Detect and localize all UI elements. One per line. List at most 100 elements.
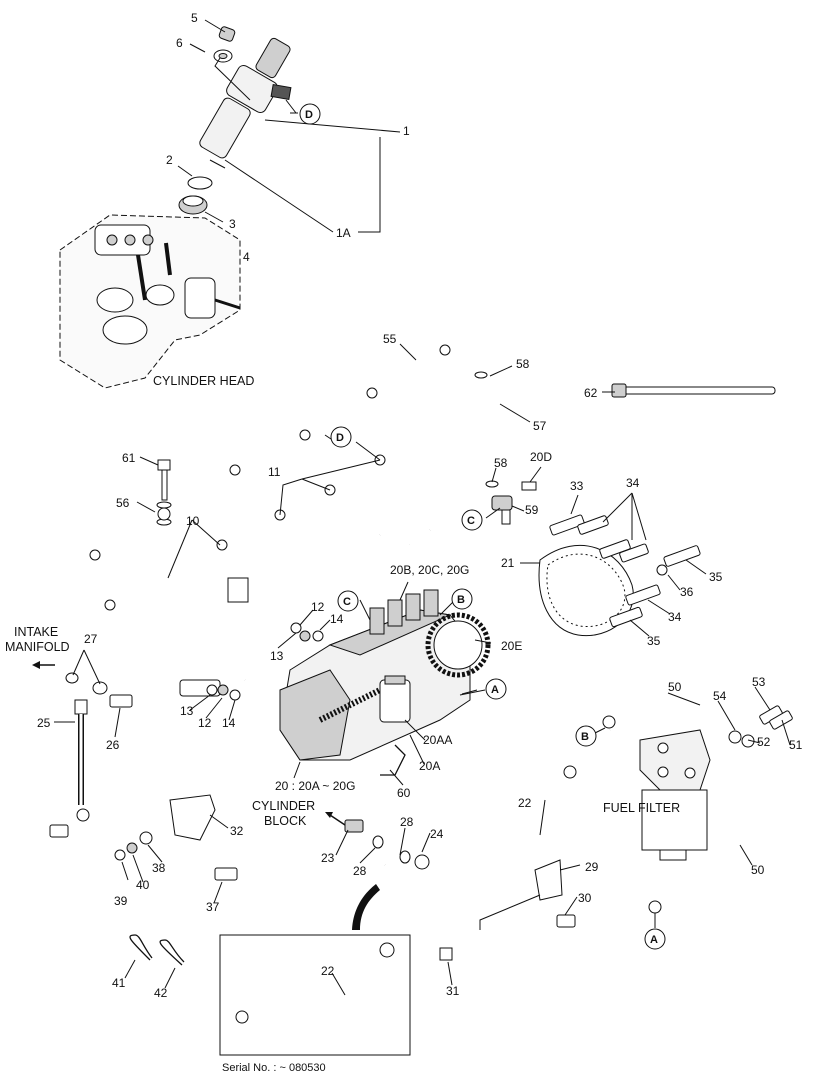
- part-number: 39: [114, 894, 128, 908]
- banjo-bolt-61: [156, 459, 172, 526]
- gear-cover-bolts: [549, 514, 701, 628]
- svg-text:D: D: [305, 109, 313, 121]
- tie-band: [611, 383, 776, 398]
- svg-text:C: C: [343, 596, 351, 608]
- cylinder-head-sketch: [59, 214, 241, 389]
- part-number: 50: [751, 863, 765, 877]
- part-number: 20D: [530, 450, 552, 464]
- part-number: 58: [494, 456, 508, 470]
- part-number: 34: [668, 610, 682, 624]
- part-number: 20B, 20C, 20G: [390, 563, 469, 577]
- part-number: 14: [222, 716, 236, 730]
- part-number: 50: [668, 680, 682, 694]
- part-number: 23: [321, 851, 335, 865]
- part-number: 57: [533, 419, 547, 433]
- part-number: 51: [789, 738, 803, 752]
- fuel-filter: [602, 705, 793, 914]
- part-number: 54: [713, 689, 727, 703]
- svg-text:B: B: [581, 731, 589, 743]
- part-number: 36: [680, 585, 694, 599]
- inset-arrow: [352, 884, 380, 930]
- part-number: 10: [186, 514, 200, 528]
- clips: [129, 934, 185, 966]
- part-number: 11: [268, 465, 281, 479]
- intake-manifold-label-line1: INTAKE: [14, 625, 58, 639]
- part-number: 62: [584, 386, 598, 400]
- fuel-filter-label: FUEL FILTER: [603, 801, 680, 815]
- part-number: 26: [106, 738, 120, 752]
- part-number: 6: [176, 36, 183, 50]
- part-number: 12: [198, 716, 212, 730]
- part-number: 5: [191, 11, 198, 25]
- part-number: 56: [116, 496, 130, 510]
- part-number: 20A: [419, 759, 440, 773]
- callout-d-top: D: [299, 103, 321, 125]
- part-number: 22: [518, 796, 532, 810]
- part-number: 31: [446, 984, 460, 998]
- part-number: 61: [122, 451, 136, 465]
- callout-a-pump: A: [485, 678, 507, 700]
- injection-pump: [279, 589, 491, 776]
- part-number: 37: [206, 900, 220, 914]
- part-number: 35: [709, 570, 723, 584]
- part-number: 34: [626, 476, 640, 490]
- svg-text:D: D: [336, 432, 344, 444]
- part-number: 35: [647, 634, 661, 648]
- part-number: 41: [112, 976, 126, 990]
- part-number: 2: [166, 153, 173, 167]
- part-number: 33: [570, 479, 584, 493]
- intake-manifold-parts: [32, 661, 133, 838]
- part-number: 20AA: [423, 733, 452, 747]
- part-number: 30: [578, 891, 592, 905]
- part-number: 40: [136, 878, 150, 892]
- part-number: 12: [311, 600, 325, 614]
- part-number: 22: [321, 964, 335, 978]
- cylinder-head-label: CYLINDER HEAD: [153, 374, 254, 388]
- part-number: 3: [229, 217, 236, 231]
- part-number: 53: [752, 675, 766, 689]
- part-number: 59: [525, 503, 539, 517]
- callout-c-pump: C: [337, 590, 359, 612]
- svg-text:C: C: [467, 515, 475, 527]
- intake-manifold-label-line2: MANIFOLD: [5, 640, 70, 654]
- part-number: 14: [330, 612, 344, 626]
- part-number: 27: [84, 632, 98, 646]
- cylinder-block-label-line2: BLOCK: [264, 814, 307, 828]
- svg-text:A: A: [491, 684, 499, 696]
- part-number: 52: [757, 735, 771, 749]
- part-number: 24: [430, 827, 444, 841]
- cylinder-block-label-line1: CYLINDER: [252, 799, 315, 813]
- callout-c-left: C: [461, 509, 483, 531]
- part-number: 58: [516, 357, 530, 371]
- part-number: 1: [403, 124, 410, 138]
- text-labels: CYLINDER HEAD INTAKE MANIFOLD CYLINDER B…: [5, 374, 680, 1074]
- part-number: 13: [270, 649, 284, 663]
- part-number: 20E: [501, 639, 522, 653]
- part-number: 28: [400, 815, 414, 829]
- part-number: 60: [397, 786, 411, 800]
- callout-b-filter: B: [575, 725, 597, 747]
- serial-number-note: Serial No. : ~ 080530: [222, 1062, 326, 1074]
- injector-assembly: [178, 26, 292, 215]
- part-number: 4: [243, 250, 250, 264]
- part-number: 28: [353, 864, 367, 878]
- pump-bracket: [114, 794, 238, 881]
- inset-box: [219, 934, 411, 1056]
- part-number: 32: [230, 824, 244, 838]
- pump-small-parts: [206, 622, 324, 701]
- callout-b-pump: B: [451, 588, 473, 610]
- callout-a-filter: A: [644, 928, 666, 950]
- part-number: 20 : 20A ~ 20G: [275, 779, 355, 793]
- part-number: 29: [585, 860, 599, 874]
- part-number: 1A: [336, 226, 351, 240]
- callouts: D D C C B A B A: [299, 103, 666, 950]
- general-leaders: [54, 99, 791, 996]
- svg-text:B: B: [457, 594, 465, 606]
- callout-d-mid: D: [330, 426, 352, 448]
- feed-pipe: [325, 765, 577, 961]
- part-number: 21: [501, 556, 515, 570]
- part-number: 38: [152, 861, 166, 875]
- part-number: 13: [180, 704, 194, 718]
- part-number: 25: [37, 716, 51, 730]
